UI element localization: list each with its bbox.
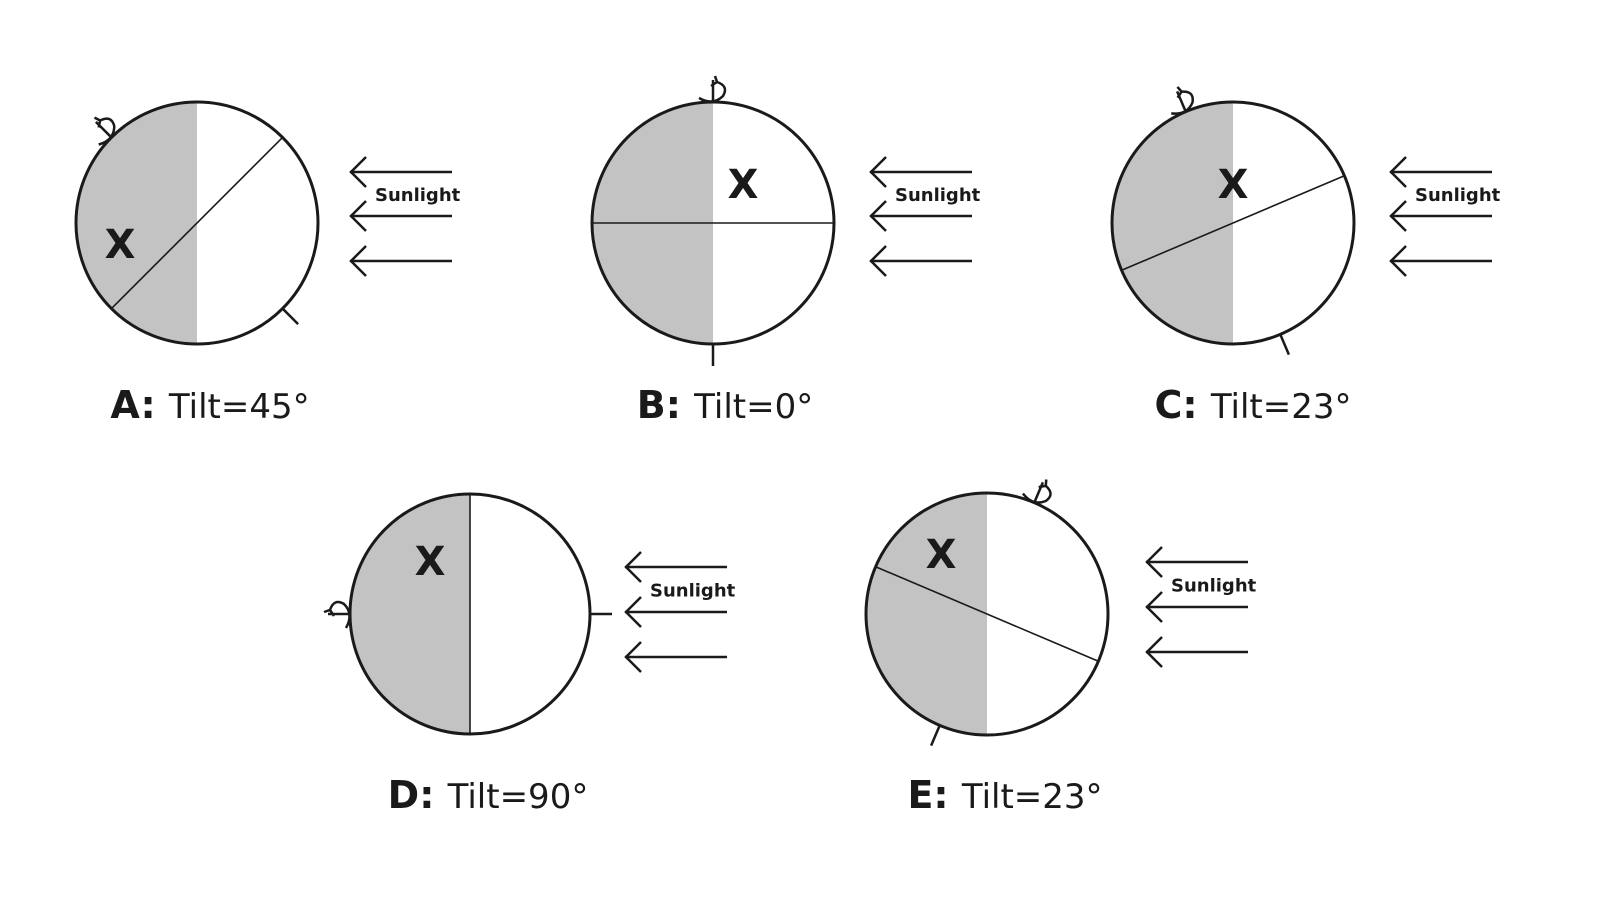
location-x-marker: X (728, 162, 759, 208)
night-side-shading (866, 493, 987, 735)
panel-letter: D: (388, 773, 448, 817)
sunlight-arrows (349, 156, 452, 277)
panel-caption: C: Tilt=23° (1154, 383, 1351, 427)
sunlight-arrows (624, 551, 727, 673)
arrowhead-icon (1145, 546, 1163, 578)
arrowhead-icon (869, 245, 887, 277)
arrowhead-icon (869, 200, 887, 232)
rotation-arc (1021, 484, 1052, 504)
rotation-arrow-icon (1021, 479, 1052, 504)
rotation-arrowhead (1176, 86, 1184, 99)
arrowhead-icon (1389, 245, 1407, 277)
arrowhead-icon (1389, 156, 1407, 188)
arrowhead-icon (624, 551, 642, 583)
rotation-arrowhead (710, 75, 719, 88)
arrowhead-icon (624, 641, 642, 673)
rotation-arc (698, 80, 727, 103)
night-side-shading (76, 102, 197, 344)
rotation-arc (328, 600, 351, 629)
arrowhead-icon (349, 156, 367, 188)
earth-outline (864, 491, 1110, 737)
equator-line (1121, 174, 1345, 272)
panel-caption: D: Tilt=90° (388, 773, 589, 817)
rotation-arrowhead (1038, 479, 1048, 489)
equator-line (110, 136, 284, 310)
arrowhead-icon (1145, 591, 1163, 623)
rotation-arrow-icon (93, 116, 116, 146)
sunlight-label: Sunlight (375, 185, 461, 206)
rotation-arrow-icon (698, 75, 727, 103)
panel-letter: C: (1154, 383, 1210, 427)
sunlight-label: Sunlight (1415, 185, 1501, 206)
arrowhead-icon (624, 596, 642, 628)
south-pole-axis-tick (1279, 333, 1291, 356)
location-x-marker: X (1218, 162, 1249, 208)
sunlight-arrows (869, 156, 972, 277)
rotation-arrow-icon (1171, 86, 1195, 115)
earth-outline (74, 100, 320, 346)
rotation-arrowhead (93, 116, 102, 128)
rotation-arrowhead (323, 608, 336, 617)
panel-tilt: Tilt=90° (447, 777, 589, 817)
sunlight-label: Sunlight (1171, 576, 1257, 597)
panel-caption: E: Tilt=23° (907, 773, 1102, 817)
panel-tilt: Tilt=45° (168, 387, 310, 427)
location-x-marker: X (105, 222, 136, 268)
panel-tilt: Tilt=23° (1210, 387, 1352, 427)
equator-line (875, 565, 1099, 663)
panel-letter: A: (110, 383, 169, 427)
south-pole-axis-tick (281, 307, 300, 326)
rotation-arc (1171, 90, 1195, 115)
arrowhead-icon (1389, 200, 1407, 232)
earth-outline (1110, 100, 1356, 346)
panel-letter: E: (907, 773, 961, 817)
sunlight-arrows (1389, 156, 1492, 277)
south-pole-axis-tick (929, 724, 941, 747)
sunlight-label: Sunlight (895, 185, 981, 206)
arrowhead-icon (869, 156, 887, 188)
arrowhead-icon (1145, 636, 1163, 668)
panel-tilt: Tilt=0° (693, 387, 813, 427)
location-x-marker: X (926, 532, 957, 578)
sunlight-arrows (1145, 546, 1248, 668)
rotation-arrow-icon (323, 600, 351, 629)
location-x-marker: X (415, 539, 446, 585)
night-side-shading (350, 494, 470, 734)
arrowhead-icon (349, 200, 367, 232)
night-side-shading (1112, 102, 1233, 344)
panel-letter: B: (637, 383, 694, 427)
panel-caption: B: Tilt=0° (637, 383, 813, 427)
rotation-arc (98, 117, 116, 146)
arrowhead-icon (349, 245, 367, 277)
panel-caption: A: Tilt=45° (110, 383, 309, 427)
sunlight-label: Sunlight (650, 581, 736, 602)
panel-tilt: Tilt=23° (961, 777, 1103, 817)
